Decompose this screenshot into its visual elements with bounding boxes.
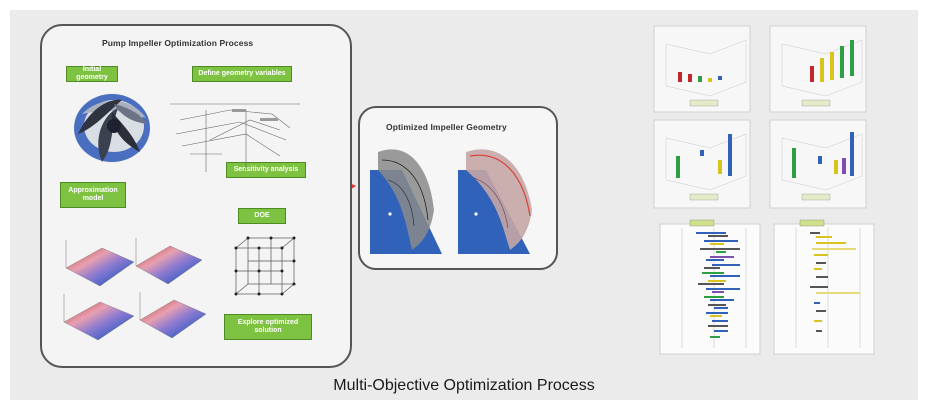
geometry-variables-drawing bbox=[170, 103, 300, 172]
impeller-illustration bbox=[74, 94, 150, 162]
optimized-geometry-drawing bbox=[370, 149, 532, 254]
surface-plot-3 bbox=[63, 294, 135, 341]
step-explore-optimized-solution: Explore optimized solution bbox=[224, 314, 312, 340]
surface-plot-2 bbox=[135, 238, 203, 285]
step-initial-geometry: Initial geometry bbox=[66, 66, 118, 82]
surface-plot-1 bbox=[65, 240, 135, 287]
horizontal-bar-chart-1 bbox=[659, 219, 761, 355]
figure-canvas: Pump Impeller Optimization Process Initi… bbox=[10, 10, 918, 400]
optimized-geometry-title: Optimized Impeller Geometry bbox=[386, 122, 507, 132]
bar-chart-4 bbox=[769, 119, 867, 209]
response-surface-plots bbox=[63, 238, 207, 341]
step-define-geometry-variables: Define geometry variables bbox=[192, 66, 292, 82]
figure-caption: Multi-Objective Optimization Process bbox=[333, 377, 595, 394]
bar-chart-1 bbox=[653, 25, 751, 113]
blade-original bbox=[370, 149, 442, 254]
bar-chart-2 bbox=[769, 25, 867, 113]
step-doe: DOE bbox=[238, 208, 286, 224]
blade-optimized bbox=[458, 149, 532, 254]
result-bar-charts bbox=[653, 25, 875, 355]
process-title: Pump Impeller Optimization Process bbox=[102, 38, 254, 48]
horizontal-bar-chart-2 bbox=[773, 219, 875, 355]
doe-lattice-cube bbox=[234, 236, 296, 296]
bar-chart-3 bbox=[653, 119, 751, 209]
surface-plot-4 bbox=[139, 292, 207, 339]
step-approximation-model: Approximation model bbox=[60, 182, 126, 208]
